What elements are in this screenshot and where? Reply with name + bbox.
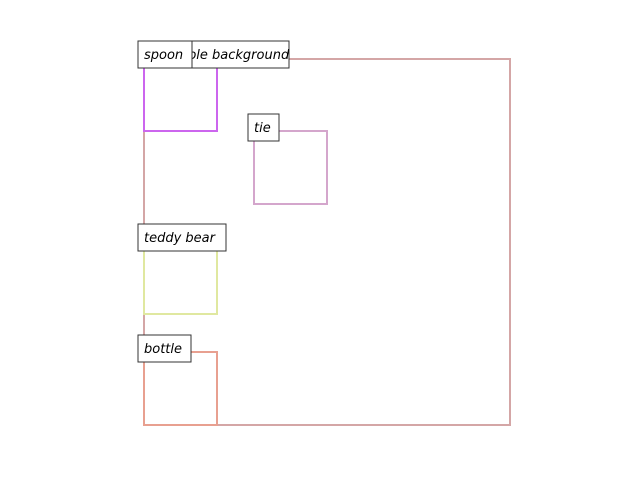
label-spoon: spoon	[137, 40, 193, 69]
svg-text:teddy bear: teddy bear	[144, 231, 217, 246]
svg-text:spoon: spoon	[144, 48, 183, 63]
svg-text:bottle: bottle	[144, 342, 182, 357]
box-bottle	[143, 351, 218, 426]
label-tie: tie	[247, 113, 280, 142]
box-tie	[253, 130, 328, 205]
svg-text:tie: tie	[254, 121, 271, 136]
box-teddy-bear	[143, 240, 218, 315]
label-bottle: bottle	[137, 334, 192, 363]
label-teddy-bear: teddy bear	[137, 223, 227, 252]
